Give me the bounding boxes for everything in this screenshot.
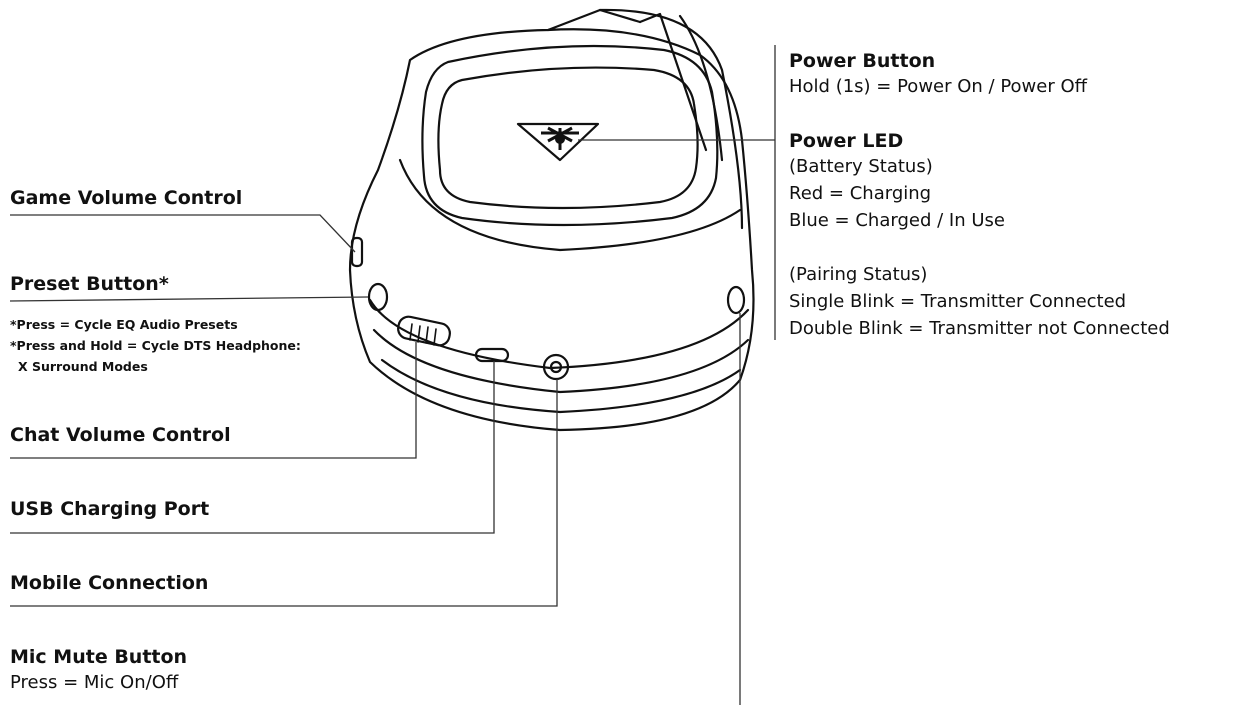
- turtle-logo-icon: [516, 122, 600, 162]
- headband-shape: [546, 8, 744, 230]
- battery-line-red: Red = Charging: [789, 183, 932, 204]
- leader-usb: [10, 361, 495, 534]
- chat-volume-title: Chat Volume Control: [10, 424, 231, 446]
- preset-title: Preset Button*: [10, 273, 169, 295]
- leader-preset: [9, 296, 369, 302]
- power-led-title: Power LED: [789, 130, 904, 152]
- power-button-title: Power Button: [789, 50, 936, 72]
- earcup-face: [421, 44, 719, 227]
- preset-note-3: X Surround Modes: [18, 359, 148, 374]
- battery-status-heading: (Battery Status): [789, 156, 933, 177]
- mobile-connection-title: Mobile Connection: [10, 572, 209, 594]
- pairing-line-double: Double Blink = Transmitter not Connected: [789, 318, 1170, 339]
- preset-note-2: *Press and Hold = Cycle DTS Headphone:: [10, 338, 301, 353]
- mic-mute-title: Mic Mute Button: [10, 646, 188, 668]
- preset-note-1: *Press = Cycle EQ Audio Presets: [10, 317, 238, 332]
- pairing-line-single: Single Blink = Transmitter Connected: [789, 291, 1127, 312]
- headband-inner: [638, 12, 724, 162]
- pairing-status-heading: (Pairing Status): [789, 264, 928, 285]
- leader-game-volume: [10, 214, 356, 253]
- power-button-desc: Hold (1s) = Power On / Power Off: [789, 76, 1088, 97]
- mic-mute-desc: Press = Mic On/Off: [10, 672, 179, 693]
- battery-line-blue: Blue = Charged / In Use: [789, 210, 1005, 231]
- game-volume-title: Game Volume Control: [10, 187, 243, 209]
- usb-port-title: USB Charging Port: [10, 498, 210, 520]
- leader-mobile: [10, 379, 558, 607]
- leader-chat-volume: [10, 342, 417, 459]
